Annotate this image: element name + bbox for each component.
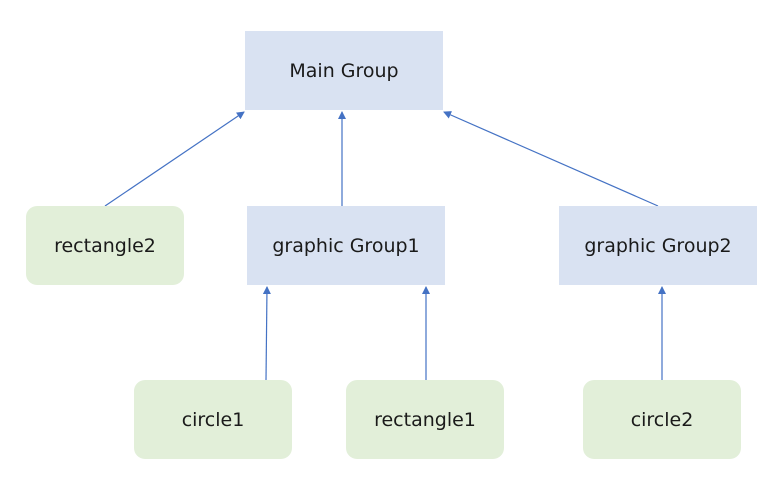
node-graphic-group2-label: graphic Group2 xyxy=(584,234,732,257)
node-rectangle1: rectangle1 xyxy=(346,380,504,459)
node-circle1: circle1 xyxy=(134,380,292,459)
node-circle2: circle2 xyxy=(583,380,741,459)
node-main-group: Main Group xyxy=(245,31,443,110)
node-main-group-label: Main Group xyxy=(289,59,399,82)
node-graphic-group2: graphic Group2 xyxy=(559,206,757,285)
node-circle1-label: circle1 xyxy=(181,408,245,431)
edge-circle1-to-graphic-group1 xyxy=(262,286,271,381)
node-circle2-label: circle2 xyxy=(630,408,694,431)
node-rectangle1-label: rectangle1 xyxy=(374,408,476,431)
node-rectangle2-label: rectangle2 xyxy=(54,234,156,257)
node-graphic-group1-label: graphic Group1 xyxy=(272,234,420,257)
edge-graphic-group2-to-main-group xyxy=(443,111,659,207)
edge-rectangle2-to-main-group xyxy=(104,111,245,207)
node-graphic-group1: graphic Group1 xyxy=(247,206,445,285)
node-rectangle2: rectangle2 xyxy=(26,206,184,285)
